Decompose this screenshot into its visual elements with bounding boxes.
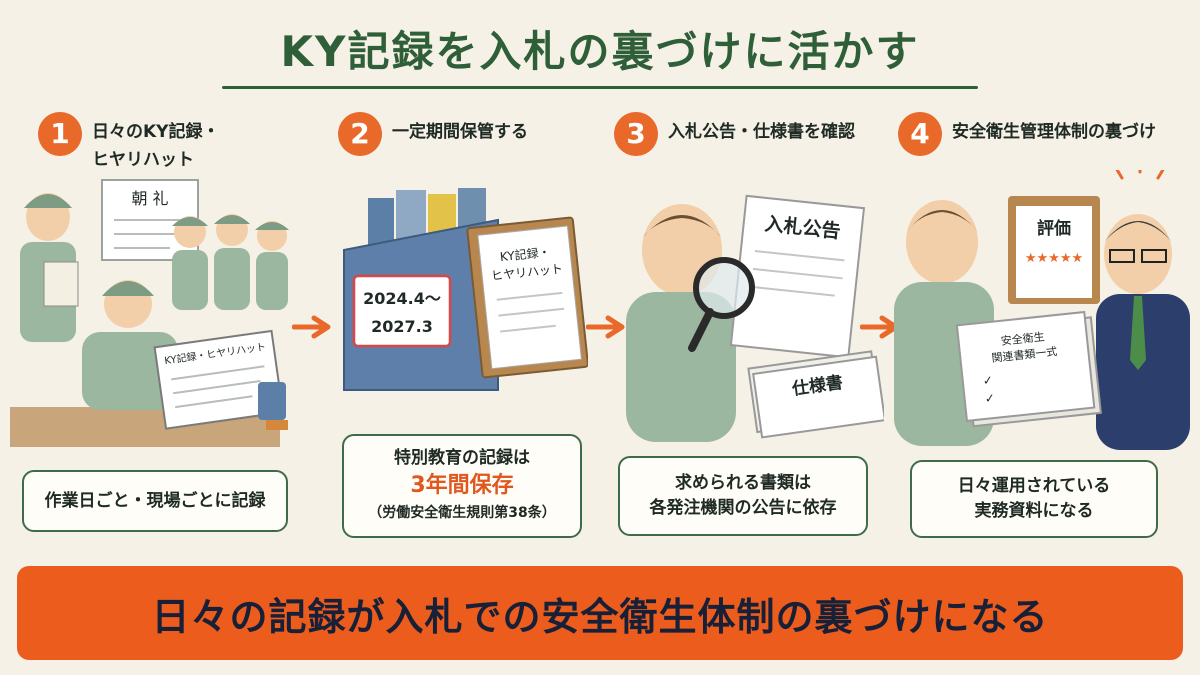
arrow-right-icon — [586, 315, 625, 339]
magnifying-glass-icon — [693, 257, 755, 319]
step-1-caption-text: 作業日ごと・現場ごとに記録 — [44, 490, 266, 511]
step-3-caption-line1: 求められる書類は — [675, 473, 811, 493]
check-mark-icon: ✓ — [982, 373, 993, 388]
sparkle-icon — [1115, 170, 1165, 180]
evaluation-board-text: 評価 — [1037, 218, 1071, 239]
meeting-board-text: 朝 礼 — [131, 189, 168, 208]
storage-tag-start: 2024.4～ — [363, 289, 441, 308]
step-4-number: 4 — [898, 112, 942, 156]
step-4-caption-line2: 実務資料になる — [974, 501, 1094, 521]
step-2-label: 一定期間保管する — [392, 122, 528, 142]
step-1-number: 1 — [38, 112, 82, 156]
magnifier-reading-illustration: 入札公告 仕様書 — [626, 194, 884, 442]
step-3-header: 3 入札公告・仕様書を確認 — [614, 110, 884, 190]
check-mark-icon: ✓ — [984, 391, 995, 406]
step-2-caption-note: （労働安全衛生規則第38条） — [368, 505, 556, 521]
folder-label-2: 関連書類一式 — [991, 344, 1058, 365]
step-3-caption: 求められる書類は 各発注機関の公告に依存 — [618, 456, 868, 536]
step-2-header: 2 一定期間保管する — [338, 110, 598, 190]
workers-meeting-illustration: 朝 礼 KY記録・ヒヤリハット — [10, 179, 289, 447]
summary-banner: 日々の記録が入札での安全衛生体制の裏づけになる — [17, 566, 1183, 660]
step-4-header: 4 安全衛生管理体制の裏づけ — [898, 110, 1188, 190]
binder-storage-illustration: 2024.4～ 2027.3 KY記録・ ヒヤリハット — [343, 188, 588, 391]
storage-tag-end: 2027.3 — [371, 317, 433, 336]
step-1-label: 日々のKY記録・ ヒヤリハット — [92, 122, 220, 170]
folder-label-1: 安全衛生 — [1000, 329, 1045, 348]
step-2-number: 2 — [338, 112, 382, 156]
step-2-caption: 特別教育の記録は 3年間保存 （労働安全衛生規則第38条） — [342, 434, 582, 538]
step-1-header: 1 日々のKY記録・ ヒヤリハット — [38, 110, 298, 190]
step-3-number: 3 — [614, 112, 658, 156]
step-2-caption-accent: 3年間保存 — [410, 473, 514, 498]
title-underline — [222, 86, 978, 89]
step-4-caption: 日々運用されている 実務資料になる — [910, 460, 1158, 538]
step-1-caption: 作業日ごと・現場ごとに記録 — [22, 470, 288, 532]
binder-label-1: KY記録・ — [499, 244, 551, 264]
evaluation-illustration: 評価 ★★★★★ 安全衛生 関連書類一式 ✓ ✓ — [894, 170, 1190, 450]
step-3-label: 入札公告・仕様書を確認 — [668, 122, 855, 142]
rating-stars: ★★★★★ — [1025, 251, 1083, 266]
step-2-caption-line1: 特別教育の記録は — [394, 448, 530, 468]
step-3-caption-line2: 各発注機関の公告に依存 — [649, 498, 837, 518]
page-title: KY記録を入札の裏づけに活かす — [280, 27, 920, 76]
step-4-label: 安全衛生管理体制の裏づけ — [952, 122, 1156, 142]
arrow-right-icon — [292, 315, 331, 339]
step-4-caption-line1: 日々運用されている — [957, 476, 1111, 496]
summary-banner-text: 日々の記録が入札での安全衛生体制の裏づけになる — [151, 594, 1049, 639]
